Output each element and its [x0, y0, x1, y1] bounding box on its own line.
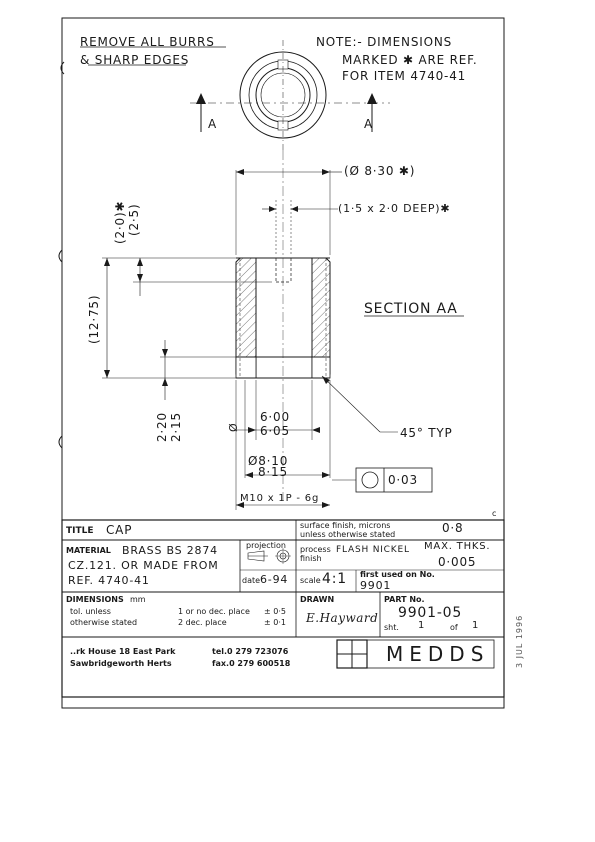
part-no-label: PART No.: [384, 595, 425, 604]
tol-row-2-value: ± 0·1: [264, 618, 286, 627]
title-label: TITLE: [66, 526, 94, 536]
concentricity-value: 0·03: [388, 473, 418, 487]
title-value: CAP: [106, 523, 133, 537]
dimension-note-2: MARKED ✱ ARE REF.: [342, 53, 478, 67]
section-marker-left: A: [208, 117, 218, 131]
tol-row-2: 2 dec. place: [178, 618, 227, 627]
remove-burrs-note-2: & SHARP EDGES: [80, 53, 190, 67]
max-thk-label: MAX. THKS.: [424, 541, 491, 552]
first-used-value: 9901: [360, 579, 392, 592]
material-line-1: BRASS BS 2874: [122, 544, 218, 557]
tol-label-2: otherwise stated: [70, 618, 138, 627]
thread-dim: M10 x 1P - 6g: [240, 493, 320, 504]
outer-dia-dim: (Ø 8·30 ✱): [344, 164, 416, 178]
of-value: 1: [472, 620, 480, 631]
end-view: [239, 40, 327, 150]
bore-dim-a: 6·00: [260, 410, 290, 424]
dimension-note-3: FOR ITEM 4740-41: [342, 69, 467, 83]
projection-label: projection: [246, 541, 286, 550]
max-thk-value: 0·005: [438, 555, 477, 569]
part-no-value: 9901-05: [398, 605, 463, 621]
date-stamp: 3 JUL 1996: [515, 614, 524, 668]
length-dim: (12·75): [87, 294, 101, 344]
hole-dim: (1·5 x 2·0 DEEP)✱: [338, 202, 451, 215]
tol-row-1-value: ± 0·5: [264, 607, 286, 616]
counterbore-dim-b: 8·15: [258, 465, 288, 479]
drawn-label: DRAWN: [300, 595, 335, 604]
counterbore-dim-a: Ø8·10: [248, 454, 289, 468]
dimensions-label: DIMENSIONS: [66, 595, 124, 604]
surface-finish-label-2: unless otherwise stated: [300, 530, 396, 539]
tol-label-1: tol. unless: [70, 607, 111, 616]
scale-value: 4:1: [322, 571, 347, 587]
scale-label: scale: [300, 576, 321, 585]
dimension-lines: [102, 169, 464, 510]
section-marker-right: A: [364, 117, 374, 131]
margin-mark-1: [60, 61, 65, 75]
dimension-note-1: NOTE:- DIMENSIONS: [316, 35, 453, 49]
first-used-label: first used on No.: [360, 570, 435, 579]
sht-value: 1: [418, 620, 426, 631]
dimensions-unit: mm: [130, 595, 146, 604]
top-offset-dim-b: (2·5): [127, 203, 141, 236]
material-label: MATERIAL: [66, 546, 111, 555]
address-line-1: ..rk House 18 East Park: [70, 647, 176, 656]
process-label: process finish: [300, 545, 331, 563]
drawn-signature: E.Hayward: [306, 611, 379, 625]
tel-number: tel.0 279 723076: [212, 647, 289, 656]
tol-row-1: 1 or no dec. place: [178, 607, 250, 616]
title-block-grid: [61, 519, 505, 698]
section-view: [235, 150, 331, 500]
surface-finish-value: 0·8: [442, 521, 464, 535]
section-line: [190, 93, 390, 132]
surface-finish-label-1: surface finish, microns: [300, 521, 391, 530]
step-dim-a: 2·20: [155, 412, 169, 442]
step-dim-b: 2·15: [169, 412, 183, 442]
margin-mark-2: [58, 249, 63, 263]
bore-prefix: Ø: [227, 422, 240, 432]
section-label: SECTION AA: [364, 301, 458, 317]
company-logo-text: MEDDS: [386, 642, 490, 666]
address-line-2: Sawbridgeworth Herts: [70, 659, 172, 668]
chamfer-note: 45° TYP: [400, 426, 453, 440]
sht-label: sht.: [384, 623, 399, 632]
material-line-3: REF. 4740-41: [68, 574, 150, 587]
margin-mark-3: [58, 435, 63, 449]
fax-number: fax.0 279 600518: [212, 659, 291, 668]
drawing-border: [61, 17, 505, 709]
process-value: FLASH NICKEL: [336, 545, 410, 555]
material-line-2: CZ.121. OR MADE FROM: [68, 559, 219, 572]
top-offset-dim-a: (2·0)✱: [113, 200, 127, 244]
date-value: 6-94: [260, 573, 289, 586]
remove-burrs-note-1: REMOVE ALL BURRS: [80, 35, 215, 49]
corner-mark: c: [492, 509, 497, 518]
date-label: date: [242, 576, 261, 585]
of-label: of: [450, 623, 458, 632]
bore-dim-b: 6·05: [260, 424, 290, 438]
